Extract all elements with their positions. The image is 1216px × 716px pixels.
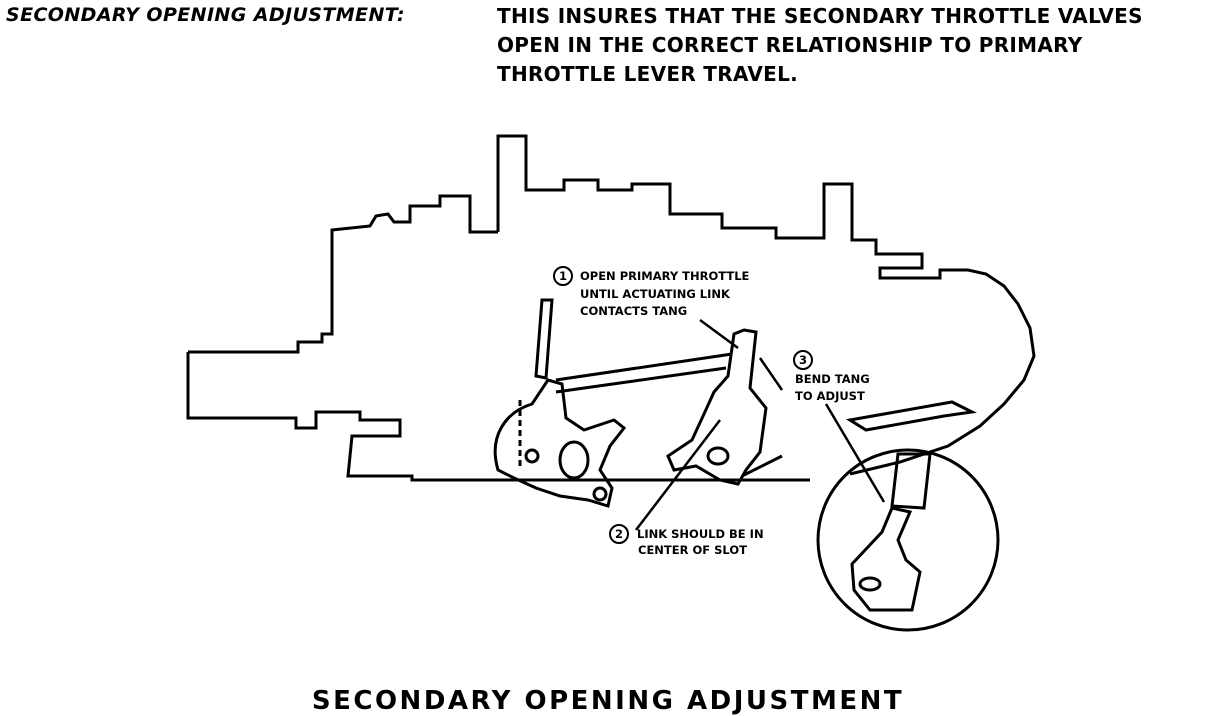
leader-3 (758, 357, 784, 391)
leader-1 (699, 318, 739, 350)
detail-spring (890, 452, 932, 510)
figure-caption: SECONDARY OPENING ADJUSTMENT (311, 686, 905, 716)
heading-description: THIS INSURES THAT THE SECONDARY THROTTLE… (497, 2, 1209, 89)
primary-slot (558, 440, 590, 480)
detail-magnifier (816, 448, 1000, 632)
heading-line-3: THROTTLE LEVER TRAVEL. (497, 62, 799, 86)
callout-2-line-1: LINK SHOULD BE IN (637, 527, 764, 541)
detail-slot (858, 576, 882, 592)
callout-2-number: 2 (615, 527, 623, 541)
callout-3-line-2: TO ADJUST (795, 389, 865, 403)
primary-rod (534, 298, 554, 380)
callout-3-line-1: BEND TANG (795, 372, 870, 386)
detail-tang (850, 506, 922, 612)
primary-pivot (524, 448, 540, 464)
callout-1-line-3: CONTACTS TANG (580, 304, 687, 318)
carburetor-body-outline (186, 134, 1036, 482)
callout-3-number: 3 (799, 353, 807, 367)
callout-2-badge (609, 524, 629, 544)
leader-3-detail (824, 403, 886, 503)
callout-2-line-2: CENTER OF SLOT (638, 543, 747, 557)
secondary-slot (706, 446, 730, 466)
actuating-link (555, 352, 733, 394)
callout-1-badge (553, 266, 573, 286)
fuel-inlet-part (845, 400, 977, 432)
callout-1-number: 1 (559, 269, 567, 283)
callout-1-line-2: UNTIL ACTUATING LINK (580, 287, 731, 301)
primary-lever (493, 378, 627, 508)
callout-1-line-1: OPEN PRIMARY THROTTLE (580, 269, 750, 283)
heading-label: SECONDARY OPENING ADJUSTMENT: (6, 4, 406, 26)
callout-3-badge (793, 350, 813, 370)
leader-2 (635, 419, 721, 531)
primary-hole (592, 486, 608, 502)
secondary-link-arm (741, 454, 783, 478)
heading-line-1: THIS INSURES THAT THE SECONDARY THROTTLE… (497, 4, 1143, 28)
secondary-lever (666, 328, 768, 486)
heading-line-2: OPEN IN THE CORRECT RELATIONSHIP TO PRIM… (497, 33, 1083, 57)
